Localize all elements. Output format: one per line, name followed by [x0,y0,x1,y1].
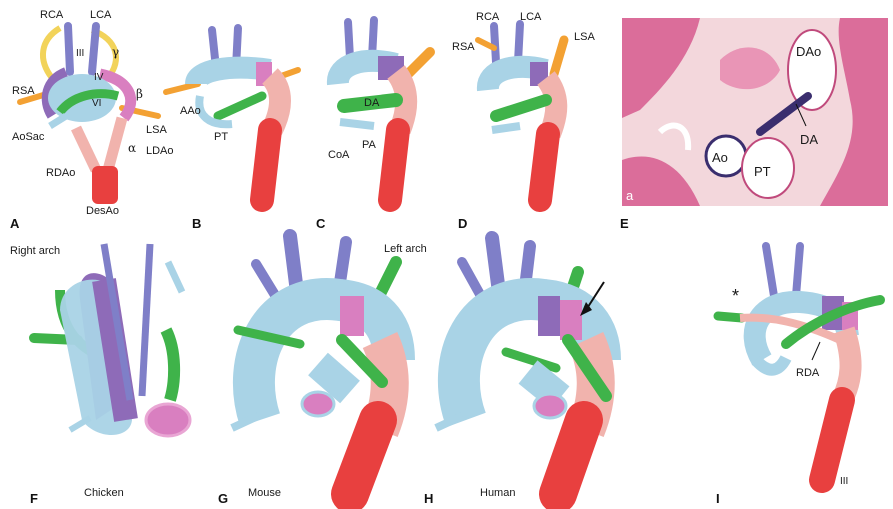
ductus-d [496,100,546,116]
label-dao: DAo [796,44,821,59]
label-da-e: DA [800,132,818,147]
panel-letter-c: C [316,216,326,231]
rdao-vessel [76,128,96,170]
label-lca-d: LCA [520,11,542,23]
label-left-arch: Left arch [384,243,427,255]
pt-opening-g [302,392,334,416]
descending-red-c [390,130,398,200]
pulmonary-trunk-f [146,404,190,436]
panel-letter-a: A [10,216,20,231]
rca-vessel [68,26,70,72]
panel-d-diagram [478,24,564,200]
arch-iii-right-vessel [43,28,60,78]
descending-red-b [262,130,270,200]
coronary-h [436,416,462,428]
rca-vessel-i [766,246,774,296]
panel-letter-e: E [620,216,629,231]
lca-vessel [92,26,96,72]
label-aosac: AoSac [12,131,45,143]
panel-letter-d: D [458,216,467,231]
label-rca-a: RCA [40,9,64,21]
rca-vessel-c [348,22,350,58]
lsa-vessel-d [554,40,564,74]
desao-vessel [92,166,118,204]
label-iii-i: III [840,476,848,487]
asterisk-marker: * [732,286,739,306]
label-arch-iv: IV [94,72,104,83]
purple-segment-h [538,296,560,336]
label-rdao: RDAo [46,167,75,179]
label-arch-vi: VI [92,98,101,109]
label-mouse: Mouse [248,487,281,499]
panel-h-diagram [436,238,606,494]
label-chicken: Chicken [84,487,124,499]
label-coa: CoA [328,149,350,161]
lca-vessel-i [796,246,800,296]
pt-opening-h [534,394,566,418]
label-beta: β [136,87,143,101]
panel-a-diagram [20,26,158,204]
descending-red-i [822,400,842,480]
descending-red-g [350,420,378,494]
pa-vessel-d [492,126,520,130]
label-lsa-a: LSA [146,124,167,136]
magenta-segment-h [560,300,582,340]
rca-vessel-d [494,26,496,62]
descending-red-d [540,134,548,200]
panel-g-diagram [232,236,396,494]
dao-lumen [788,30,836,110]
label-human: Human [480,487,515,499]
coronary-g [232,416,258,428]
panel-letter-i: I [716,491,720,506]
rsa-green-i [718,316,742,318]
rsa-vessel-h [462,262,482,298]
label-e-sub-a: a [626,188,634,203]
aosac-outflow [50,116,66,126]
panel-letter-g: G [218,491,228,506]
panel-h-labels: Human H [424,487,515,506]
label-rda: RDA [796,367,820,379]
ldao-vessel [108,118,122,170]
small-vessel-f [168,262,182,292]
ductus-b [218,96,262,116]
label-pt-e: PT [754,164,771,179]
label-lsa-d: LSA [574,31,595,43]
panel-i-diagram [718,246,880,480]
panel-letter-b: B [192,216,201,231]
magenta-segment-g [340,296,364,336]
rsa-vessel-b [166,84,198,92]
pulmonary-trunk-g [318,364,350,392]
label-gamma: γ [112,45,119,59]
panel-letter-h: H [424,491,433,506]
descending-red-h [558,420,584,494]
pa-vessel-c [340,122,374,126]
pa-vessel-i [756,358,786,370]
carotid-2-f [142,244,150,396]
label-ldao: LDAo [146,145,174,157]
panel-d-labels: RCA LCA RSA LSA D [452,11,595,231]
rda-pointer-line [812,342,820,360]
label-desao: DesAo [86,205,119,217]
label-alpha: α [128,141,136,155]
label-right-arch: Right arch [10,245,60,257]
ductus-left-h [506,352,556,368]
label-pa: PA [362,139,377,151]
label-aao: AAo [180,105,201,117]
label-rca-d: RCA [476,11,500,23]
panel-c-diagram [338,20,430,200]
label-rsa-d: RSA [452,41,475,53]
panel-c-labels: DA CoA PA C [316,97,380,231]
label-da-c: DA [364,97,380,109]
panel-f-diagram [34,244,190,436]
label-arch-iii: III [76,48,84,59]
label-rsa-a: RSA [12,85,35,97]
right-green-f [166,330,174,400]
label-pt-b: PT [214,131,228,143]
panel-letter-f: F [30,491,38,506]
label-lca-a: LCA [90,9,112,21]
label-ao-e: Ao [712,150,728,165]
